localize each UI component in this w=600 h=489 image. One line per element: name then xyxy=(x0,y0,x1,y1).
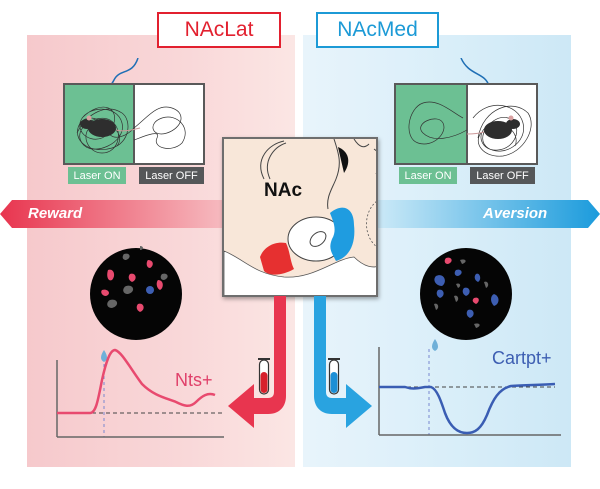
blue-flow-arrow xyxy=(314,296,372,428)
laser-off-label-right: Laser OFF xyxy=(470,167,535,184)
aversion-arrow xyxy=(364,200,600,228)
laser-on-chamber xyxy=(394,83,468,165)
nts-cells xyxy=(444,257,479,304)
cartpt-cell xyxy=(146,286,154,294)
aversion-label: Aversion xyxy=(483,205,548,222)
mouse-icon-right xyxy=(466,115,520,139)
reward-label: Reward xyxy=(28,205,83,222)
blue-test-tube-icon xyxy=(328,358,340,395)
nac-label: NAc xyxy=(264,180,303,201)
cartpt-label: Cartpt+ xyxy=(492,348,552,368)
cartpt-trace-line xyxy=(379,382,556,435)
laser-on-label-left: Laser ON xyxy=(68,167,126,184)
nac-lat-region xyxy=(260,242,294,275)
nts-response-trace xyxy=(56,348,224,438)
cartpt-cells xyxy=(434,269,499,318)
drop-stimulus-icon xyxy=(101,350,107,362)
unlabeled-cells xyxy=(107,246,168,308)
nac-med-title: NAcMed xyxy=(316,12,439,48)
nac-med-region xyxy=(330,207,355,261)
nac-lat-title: NAcLat xyxy=(157,12,281,48)
drop-stimulus-icon xyxy=(432,339,438,351)
laser-off-label-left: Laser OFF xyxy=(139,167,204,184)
cartpt-response-trace xyxy=(378,339,561,436)
nts-trace-line xyxy=(57,348,216,415)
unlabeled-cells xyxy=(434,259,489,328)
nts-cells xyxy=(101,260,163,312)
laser-on-label-right: Laser ON xyxy=(399,167,457,184)
red-test-tube-icon xyxy=(258,358,270,395)
right-place-test xyxy=(394,58,538,165)
nac-lat-cell-image xyxy=(90,246,182,340)
left-place-test xyxy=(63,58,205,165)
flow-arrows xyxy=(228,296,372,428)
brain-section xyxy=(222,137,378,297)
laser-off-chamber xyxy=(133,83,205,165)
red-flow-arrow xyxy=(228,296,286,428)
nts-label: Nts+ xyxy=(175,370,213,390)
reward-arrow xyxy=(0,200,236,228)
nac-med-cell-image xyxy=(420,248,512,340)
mouse-icon-left xyxy=(80,115,141,137)
